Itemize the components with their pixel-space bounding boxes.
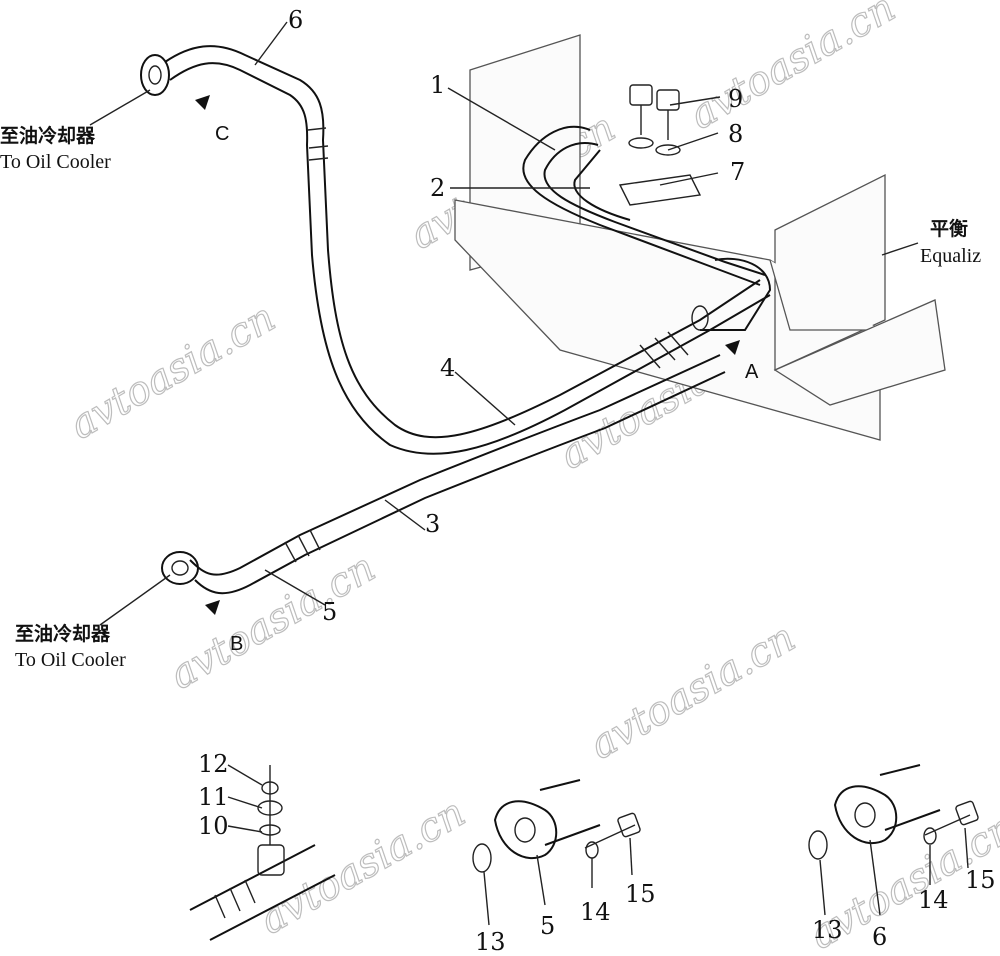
callout-14a: 14 — [580, 898, 611, 926]
callout-15b: 15 — [965, 866, 996, 894]
detail-flange-5 — [472, 779, 641, 873]
watermark: avtoasia.cn — [62, 295, 283, 449]
detail-flange-6 — [808, 764, 979, 860]
callout-5b: 5 — [540, 912, 555, 940]
callout-10: 10 — [198, 812, 229, 840]
label-bottom-en: To Oil Cooler — [15, 649, 126, 671]
callout-7: 7 — [730, 158, 745, 186]
pipes-1-2 — [522, 125, 772, 331]
callout-8: 8 — [728, 120, 743, 148]
callout-11: 11 — [198, 783, 229, 811]
callout-5: 5 — [322, 598, 337, 626]
leader-lines — [89, 21, 969, 926]
view-mark-c: C — [215, 123, 229, 145]
labels: 至油冷却器 To Oil Cooler 至油冷却器 To Oil Cooler … — [0, 123, 981, 671]
callout-14b: 14 — [918, 886, 949, 914]
label-top-en: To Oil Cooler — [0, 151, 111, 173]
callout-2: 2 — [430, 174, 445, 202]
watermark: avtoasia.cn — [582, 615, 803, 769]
label-bottom-zh: 至油冷却器 — [15, 622, 111, 645]
view-mark-a: A — [745, 361, 759, 383]
detail-fitting-10-11-12 — [189, 765, 336, 941]
callout-3: 3 — [425, 510, 440, 538]
flange-top — [140, 54, 170, 96]
callout-4: 4 — [440, 354, 455, 382]
bolt-group-7-8-9 — [618, 84, 702, 206]
equalizer-frame — [454, 34, 946, 441]
watermark: avtoasia.cn — [162, 545, 383, 699]
callout-13b: 13 — [812, 916, 843, 944]
view-arrows — [195, 95, 740, 615]
view-mark-b: B — [230, 633, 243, 655]
callout-9: 9 — [728, 85, 743, 113]
label-top-zh: 至油冷却器 — [0, 124, 96, 147]
label-right-zh: 平衡 — [930, 217, 968, 240]
callout-15a: 15 — [625, 880, 656, 908]
callouts: 1 2 3 4 5 6 7 8 9 10 11 12 13 5 14 15 13… — [198, 6, 996, 956]
callout-6b: 6 — [872, 923, 887, 951]
pipe-6 — [164, 45, 771, 455]
callout-13a: 13 — [475, 928, 506, 956]
callout-12: 12 — [198, 750, 229, 778]
label-right-en: Equaliz — [920, 245, 981, 267]
watermark: avtoasia.cn — [252, 790, 473, 944]
pipe-5 — [189, 354, 726, 595]
watermark: avtoasia.cn — [682, 0, 903, 139]
callout-1: 1 — [430, 71, 445, 99]
callout-6: 6 — [288, 6, 303, 34]
flange-bottom — [161, 551, 199, 585]
